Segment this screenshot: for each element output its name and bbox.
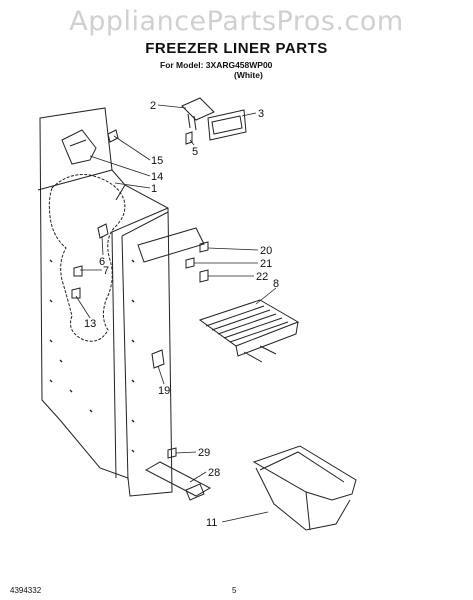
watermark: AppliancePartsPros.com <box>69 6 404 37</box>
callout-14: 14 <box>151 171 163 183</box>
callout-labels: 2 3 5 15 14 1 6 7 13 20 21 22 8 19 29 28… <box>84 100 279 529</box>
part-20-cover <box>137 227 205 263</box>
callout-1: 1 <box>151 183 157 195</box>
color-line: (White) <box>234 70 263 80</box>
callout-19: 19 <box>158 385 170 397</box>
part-29-screw <box>167 447 177 459</box>
callout-21: 21 <box>260 258 272 270</box>
part-20-screw <box>199 241 209 253</box>
callout-8: 8 <box>273 278 279 290</box>
part-19-clip <box>151 349 165 369</box>
callout-2: 2 <box>150 100 156 112</box>
callout-28: 28 <box>208 467 220 479</box>
part-22-clip <box>199 269 209 283</box>
part-8-shelf <box>198 299 300 363</box>
part-3-frame <box>207 109 247 141</box>
callout-22: 22 <box>256 271 268 283</box>
part-21-clip <box>185 257 195 269</box>
leader-lines <box>75 104 277 523</box>
callout-3: 3 <box>258 108 264 120</box>
callout-15: 15 <box>151 155 163 167</box>
doc-number: 4394332 <box>10 586 42 595</box>
callout-20: 20 <box>260 245 272 257</box>
part-14-handle <box>61 129 97 165</box>
callout-6: 6 <box>99 256 105 268</box>
part-15-screw <box>107 129 119 143</box>
part-5-screw <box>185 131 193 145</box>
freezer-liner <box>37 107 173 497</box>
callout-29: 29 <box>198 447 210 459</box>
model-line: For Model: 3XARG458WP00 <box>160 60 273 70</box>
liner-clips <box>71 223 109 299</box>
part-28-rail <box>144 461 212 501</box>
callout-7: 7 <box>103 265 109 277</box>
page-title: FREEZER LINER PARTS <box>145 40 328 57</box>
callout-11: 11 <box>206 517 217 529</box>
callout-13: 13 <box>84 318 96 330</box>
part-11-bin <box>252 445 357 531</box>
page-number: 5 <box>232 586 237 595</box>
part-2-bracket <box>181 97 215 131</box>
callout-5: 5 <box>192 146 198 158</box>
